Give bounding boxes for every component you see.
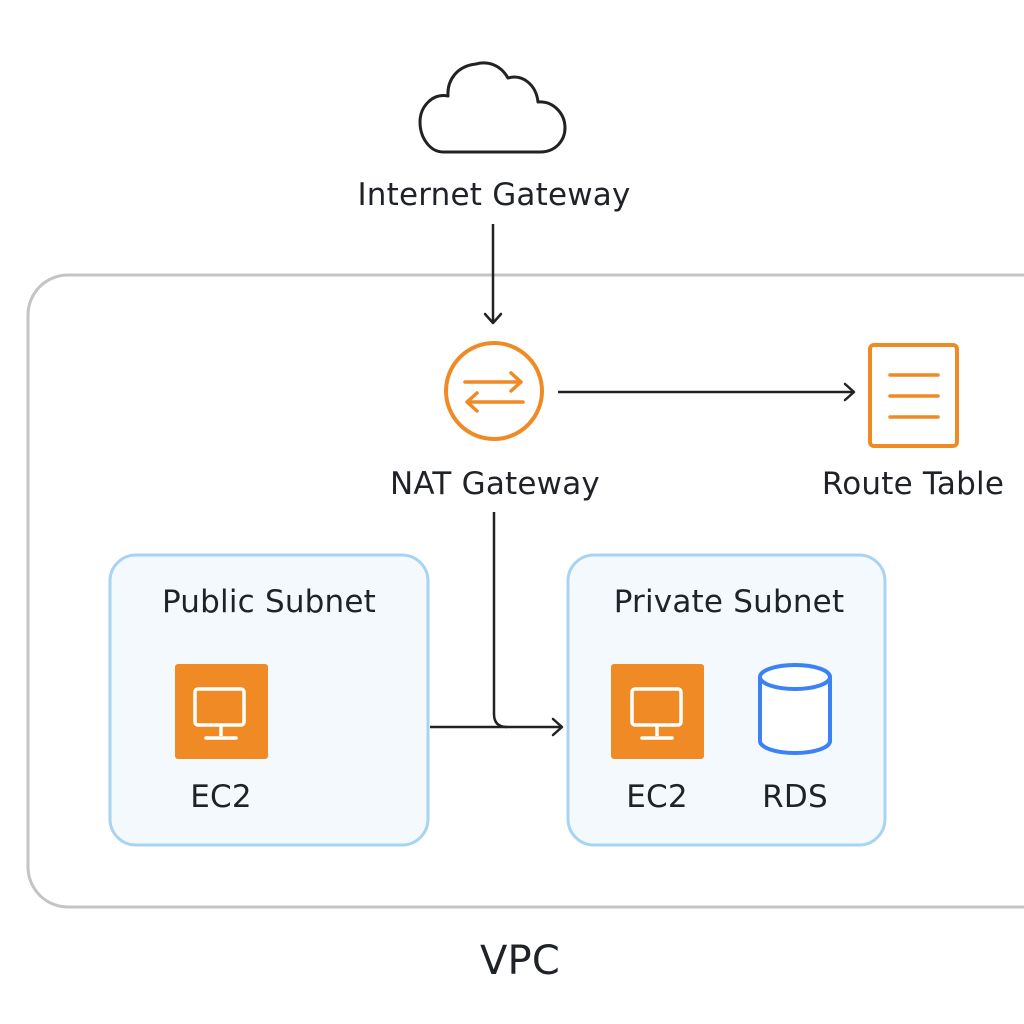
public-subnet-label: Public Subnet — [161, 584, 377, 620]
database-icon — [758, 663, 832, 755]
public-ec2-label: EC2 — [190, 779, 252, 815]
internet-gateway-label: Internet Gateway — [357, 177, 631, 213]
swap-arrows-icon — [444, 341, 544, 441]
nat-to-route-table-arrow — [558, 382, 856, 402]
private-subnet-box — [566, 553, 887, 847]
private-ec2-label: EC2 — [626, 779, 688, 815]
document-list-icon — [868, 343, 959, 448]
nat-gateway-label: NAT Gateway — [390, 466, 600, 502]
vpc-label: VPC — [479, 938, 561, 984]
private-subnet-label: Private Subnet — [613, 584, 845, 620]
monitor-icon — [175, 664, 268, 759]
subnet-connector-arrow — [430, 512, 564, 737]
igw-to-nat-arrow — [483, 224, 503, 325]
route-table-label: Route Table — [821, 466, 1005, 502]
cloud-icon — [418, 61, 567, 154]
rds-label: RDS — [762, 779, 828, 815]
monitor-icon — [611, 664, 704, 759]
public-subnet-box — [108, 553, 430, 847]
